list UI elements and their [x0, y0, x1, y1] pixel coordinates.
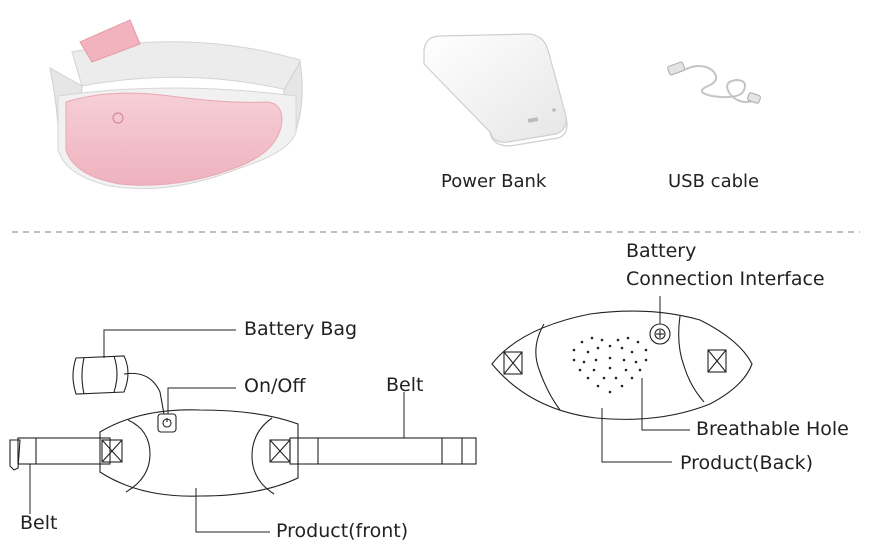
back-line-diagram: [491, 310, 753, 420]
power-bank-caption: Power Bank: [441, 171, 547, 192]
battery-bag-label: Battery Bag: [244, 318, 358, 340]
product-photo: [49, 19, 303, 190]
product-front-label: Product(front): [276, 520, 409, 542]
usb-cable-caption: USB cable: [668, 171, 760, 192]
battery-interface-label-line2: Connection Interface: [626, 268, 825, 290]
front-line-diagram: [9, 355, 477, 497]
back-leader-lines: [601, 296, 690, 463]
front-leader-lines: [29, 329, 405, 533]
on-off-label: On/Off: [244, 375, 306, 397]
belt-left-label: Belt: [20, 512, 58, 534]
usb-cable-image: [667, 61, 761, 104]
breathable-hole-label: Breathable Hole: [696, 418, 849, 440]
power-bank-image: [423, 33, 568, 147]
battery-interface-label-line1: Battery: [626, 240, 697, 262]
belt-right-label: Belt: [386, 374, 424, 396]
breathable-hole-dots: [572, 336, 648, 394]
product-back-label: Product(Back): [680, 452, 814, 474]
